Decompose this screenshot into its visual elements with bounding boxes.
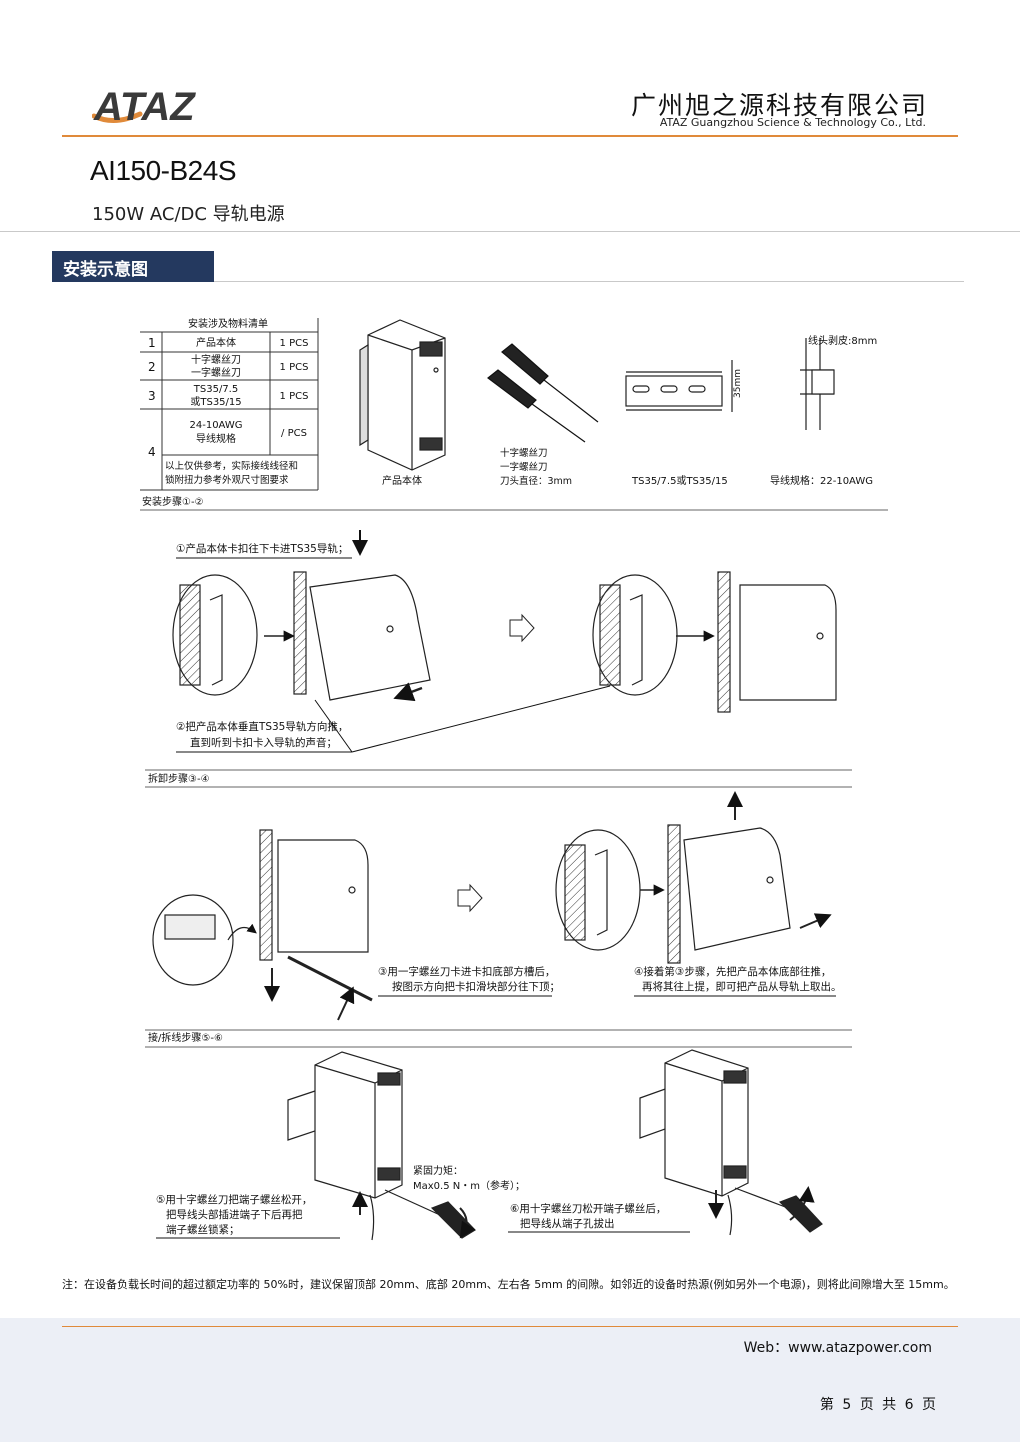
title-divider <box>0 231 1020 232</box>
part-label-wire: 导线规格：22-10AWG <box>770 474 873 487</box>
bom-row-no: 3 <box>148 389 156 403</box>
wiring-scene-1 <box>287 1051 476 1241</box>
bom-remark: 锁附扭力参考外观尺寸图要求 <box>165 474 289 486</box>
bom-remark: 以上仅供参考，实际接线线径和 <box>165 460 298 472</box>
install-step-1: ①产品本体卡扣往下卡进TS35导轨； <box>176 542 348 555</box>
screwdriver-icon <box>487 343 599 443</box>
page-footer: Web：www.atazpower.com 第 5 页 共 6 页 <box>0 1318 1020 1442</box>
part-label-rail: TS35/7.5或TS35/15 <box>631 475 728 487</box>
remove-step-4: ④接着第③步骤，先把产品本体底部往推， <box>634 965 831 978</box>
installation-diagram: 安装涉及物料清单 1 产品本体 1 PCS 2 十字螺丝刀 一字螺丝刀 1 PC… <box>140 317 888 1241</box>
remove-step-3: ③用一字螺丝刀卡进卡扣底部方槽后， <box>378 965 555 978</box>
part-label-driver: 十字螺丝刀 <box>500 447 548 459</box>
product-subtitle: 150W AC/DC 导轨电源 <box>92 204 285 225</box>
din-rail-illustration <box>625 360 733 412</box>
page-number: 第 5 页 共 6 页 <box>819 1397 938 1413</box>
install-scene-1 <box>172 571 431 702</box>
remove-step-3: 按图示方向把卡扣滑块部分往下顶； <box>392 980 560 993</box>
bom-row-qty: / PCS <box>281 428 307 439</box>
remove-step-4: 再将其往上提，即可把产品从导轨上取出。 <box>642 980 842 993</box>
section-title: 安装示意图 <box>52 251 214 282</box>
remove-scene-1 <box>152 829 373 1021</box>
torque-value: Max0.5 N・m（参考）； <box>413 1179 525 1192</box>
wiring-scene-2 <box>639 1049 823 1236</box>
part-label-strip: 线头剥皮:8mm <box>808 334 877 347</box>
bom-row-item: 或TS35/15 <box>190 396 241 408</box>
install-step-2: ②把产品本体垂直TS35导轨方向推， <box>176 720 348 733</box>
install-heading: 安装步骤①-② <box>142 495 204 508</box>
bom-row-item: 导线规格 <box>196 432 236 445</box>
bom-row-item: 24-10AWG <box>190 420 243 431</box>
wiring-step-5: ⑤用十字螺丝刀把端子螺丝松开， <box>156 1193 312 1206</box>
part-label-driver: 一字螺丝刀 <box>500 461 548 473</box>
wire-strip-illustration <box>800 338 835 430</box>
remove-scene-2 <box>555 791 832 964</box>
install-scene-2 <box>592 571 837 713</box>
wiring-step-5: 端子螺丝锁紧； <box>166 1223 240 1236</box>
company-name-en: ATAZ Guangzhou Science & Technology Co.,… <box>659 116 926 129</box>
bom-row-qty: 1 PCS <box>280 362 309 373</box>
bom-row-no: 2 <box>148 360 156 374</box>
bom-row-item: 产品本体 <box>196 336 236 349</box>
section-divider <box>214 281 964 282</box>
bom-row-item: 一字螺丝刀 <box>191 366 241 379</box>
wiring-step-6: 把导线从端子孔拔出 <box>520 1217 615 1230</box>
bom-row-item: 十字螺丝刀 <box>191 353 241 366</box>
remove-heading: 拆卸步骤③-④ <box>148 772 210 785</box>
wiring-heading: 接/拆线步骤⑤-⑥ <box>148 1031 223 1044</box>
install-step-2: 直到听到卡扣卡入导轨的声音； <box>190 736 337 749</box>
header-divider <box>62 135 958 137</box>
bom-title: 安装涉及物料清单 <box>188 317 268 330</box>
bom-table <box>140 318 319 491</box>
ataz-logo: ATAZ <box>92 86 196 128</box>
bom-row-no: 4 <box>148 445 156 459</box>
rail-dimension: 35mm <box>733 369 743 398</box>
wiring-step-5: 把导线头部插进端子下后再把 <box>166 1208 303 1221</box>
clearance-note: 注：在设备负载长时间的超过额定功率的 50%时，建议保留顶部 20mm、底部 2… <box>62 1278 955 1291</box>
bom-row-qty: 1 PCS <box>280 338 309 349</box>
bom-row-qty: 1 PCS <box>280 391 309 402</box>
part-label-product: 产品本体 <box>382 474 422 487</box>
footer-divider <box>62 1326 958 1327</box>
bom-row-no: 1 <box>148 336 156 350</box>
part-label-driver-tip: 刀头直径：3mm <box>500 475 572 487</box>
page-header: ATAZ 广州旭之源科技有限公司 ATAZ Guangzhou Science … <box>0 0 1020 140</box>
torque-label: 紧固力矩： <box>413 1164 463 1177</box>
product-body-illustration <box>359 319 446 471</box>
wiring-step-6: ⑥用十字螺丝刀松开端子螺丝后， <box>510 1202 666 1215</box>
product-code: AI150-B24S <box>90 155 237 186</box>
bom-row-item: TS35/7.5 <box>193 384 238 395</box>
website-link[interactable]: Web：www.atazpower.com <box>743 1340 932 1356</box>
company-name-cn: 广州旭之源科技有限公司 <box>630 91 928 120</box>
svg-text:ATAZ: ATAZ <box>93 86 196 128</box>
